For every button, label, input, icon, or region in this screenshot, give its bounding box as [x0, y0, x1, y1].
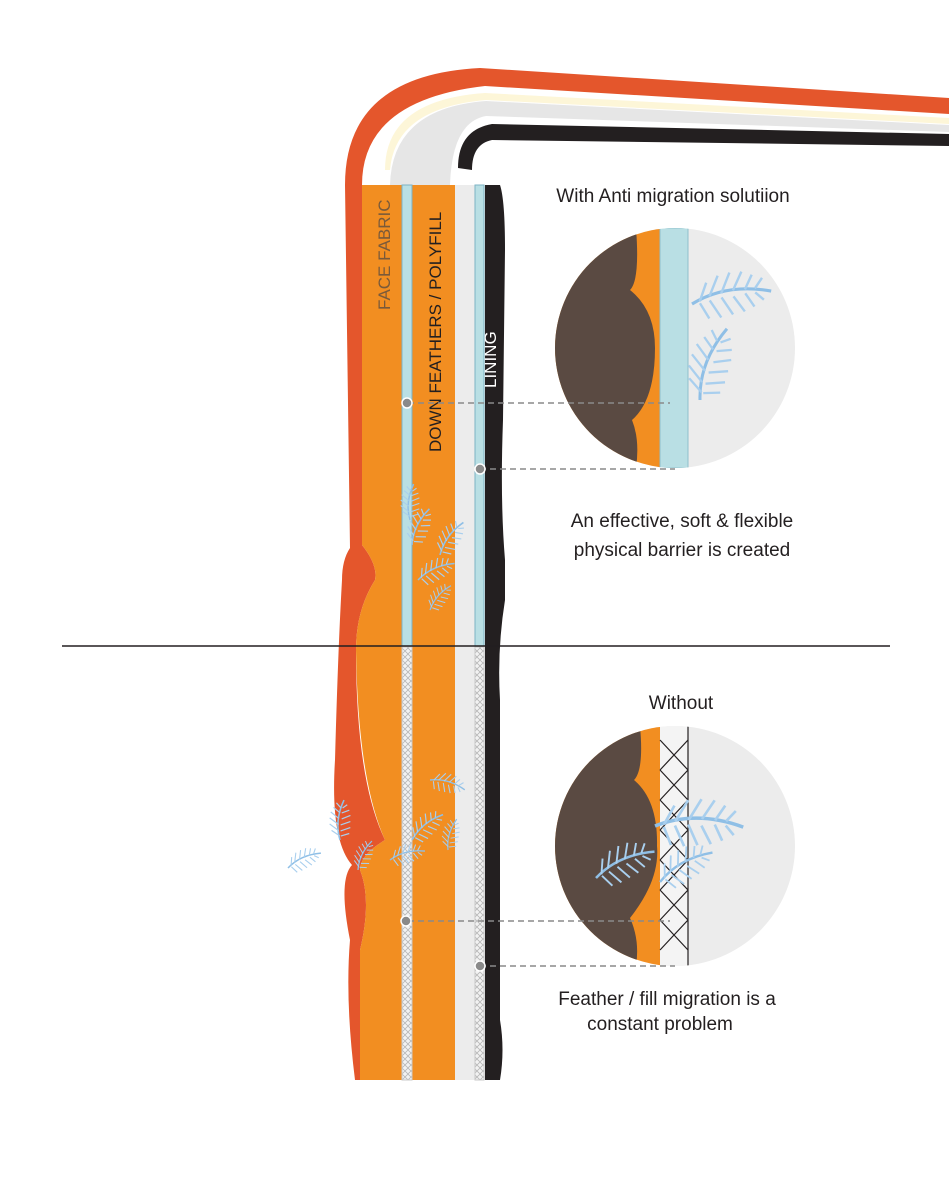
face-fabric-label: FACE FABRIC [375, 199, 394, 310]
outer-dark-curve [458, 124, 949, 170]
with-solution-zoom-circle [555, 228, 795, 468]
lining-top-curve [390, 101, 949, 185]
without-section: Without Feather / fill migration is a co… [400, 693, 795, 1035]
down-feathers-label: DOWN FEATHERS / POLYFILL [426, 212, 445, 452]
lining-label: LINING [481, 331, 500, 388]
pointer-dot-icon [474, 463, 486, 475]
standard-mesh-lining [474, 646, 485, 1081]
standard-mesh-face [401, 646, 413, 1081]
feather-icon [282, 843, 326, 876]
anti-migration-barrier-lining [474, 184, 485, 648]
without-caption-line1: Feather / fill migration is a [558, 989, 776, 1010]
pointer-dot-icon [401, 397, 413, 409]
brown-fill-mass [555, 726, 658, 966]
with-solution-caption-line1: An effective, soft & flexible [571, 511, 794, 532]
face-fabric-highlight [385, 93, 949, 170]
brown-fill-mass [555, 228, 655, 468]
without-title: Without [649, 693, 714, 714]
lining-dark-edge [485, 185, 505, 1080]
garment-cross-section: FACE FABRIC DOWN FEATHERS / POLYFILL LIN… [282, 68, 949, 1081]
pointer-dot-icon [474, 960, 486, 972]
with-solution-title: With Anti migration solutiion [556, 186, 789, 207]
barrier-layer [659, 228, 689, 468]
with-solution-caption-line2: physical barrier is created [574, 540, 790, 561]
with-solution-section: With Anti migration solutiion An effecti… [401, 186, 795, 561]
without-caption-line2: constant problem [587, 1014, 733, 1035]
pointer-dot-icon [400, 915, 412, 927]
anti-migration-barrier-face [401, 184, 413, 648]
without-zoom-circle [555, 726, 795, 966]
